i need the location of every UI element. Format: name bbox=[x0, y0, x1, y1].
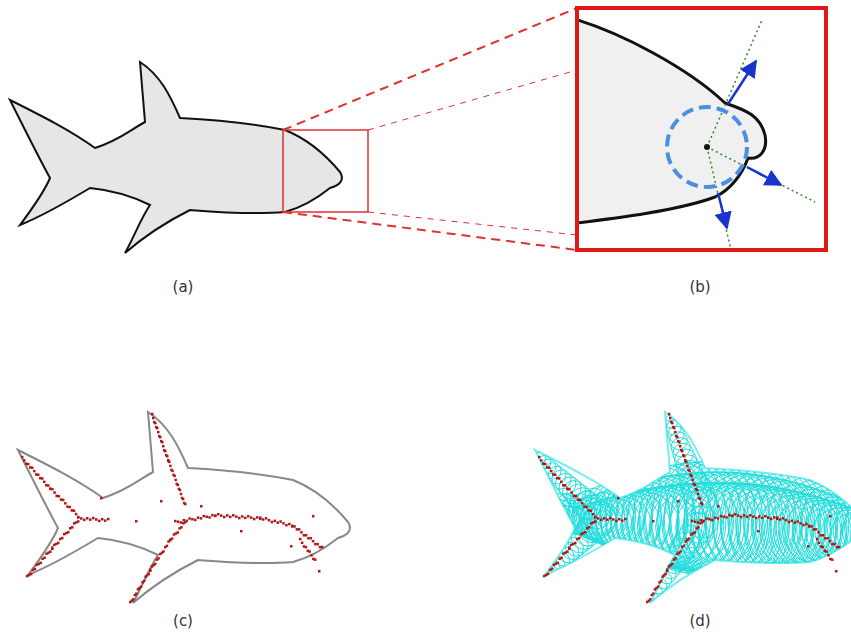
panel-label: (b) bbox=[689, 278, 710, 296]
panel-label: (c) bbox=[173, 612, 193, 630]
zoomed-snout bbox=[577, 8, 826, 250]
skeleton-points bbox=[21, 413, 324, 604]
panel-label: (a) bbox=[173, 278, 194, 296]
zoom-box bbox=[577, 8, 826, 250]
sphere-mesh bbox=[532, 409, 851, 609]
shark-shape bbox=[10, 62, 342, 253]
shark-outline bbox=[535, 412, 851, 603]
shark-outline bbox=[18, 412, 350, 603]
zoom-frame bbox=[283, 130, 368, 212]
zoom-lines bbox=[283, 8, 577, 250]
panel-label: (d) bbox=[689, 612, 710, 630]
skeleton-points bbox=[538, 413, 841, 604]
